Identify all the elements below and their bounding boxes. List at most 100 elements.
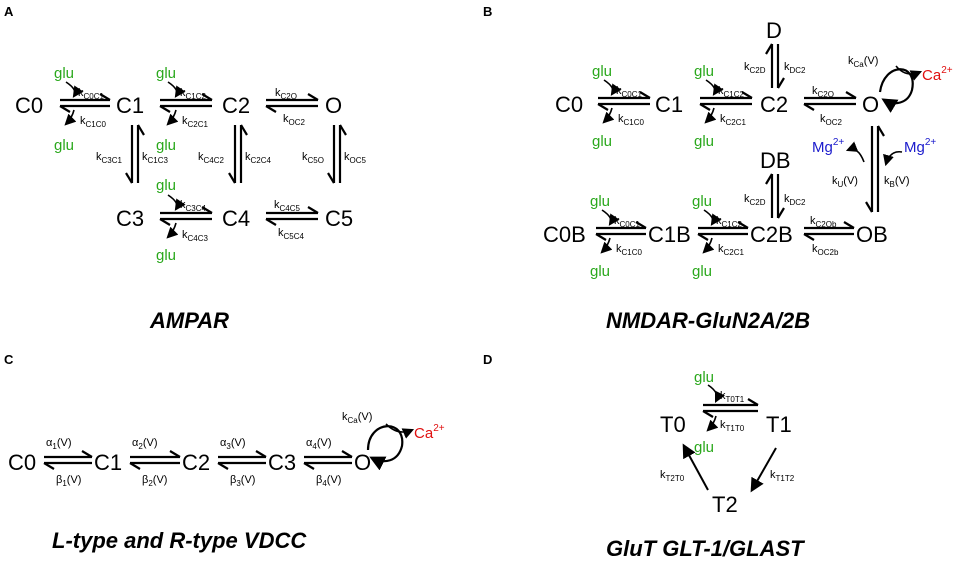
rate-label: kC2C1	[720, 113, 747, 127]
state-c0: C0	[8, 450, 36, 475]
equilibrium-c2-o	[803, 91, 857, 111]
rate-label: kT1T2	[770, 469, 795, 483]
magnesium-ion-label: Mg2+	[904, 137, 936, 156]
glu-binding-arrow-t0t1	[707, 384, 726, 404]
rate-label: kOC2	[820, 113, 843, 127]
rate-label: kB(V)	[884, 175, 910, 189]
rate-label: kC2Ob	[810, 215, 837, 229]
equilibrium-c4-c5	[265, 206, 319, 226]
equilibrium-c1-c2	[129, 450, 181, 470]
rate-label-beta: β4(V)	[316, 474, 341, 488]
glu-label: glu	[694, 439, 714, 456]
glu-release-arrow-c1bc0b	[600, 237, 613, 254]
equilibrium-c2b-db	[765, 173, 785, 219]
glu-label: glu	[694, 63, 714, 80]
rate-label: kDC2	[784, 193, 806, 207]
state-c0: C0	[555, 92, 583, 117]
rate-label: kDC2	[784, 61, 806, 75]
rate-label: kC0C1	[614, 215, 641, 229]
rate-label: kC3C1	[96, 151, 123, 165]
rate-label: kC2O	[275, 87, 297, 101]
equilibrium-c2-o	[265, 93, 319, 113]
glu-label: glu	[694, 369, 714, 386]
calcium-efflux-arrow	[895, 65, 923, 81]
glu-label: glu	[592, 63, 612, 80]
glu-label: glu	[54, 65, 74, 82]
rate-label-alpha: α2(V)	[132, 437, 157, 451]
glu-label: glu	[590, 263, 610, 280]
rate-label: kU(V)	[832, 175, 858, 189]
state-c1: C1	[655, 92, 683, 117]
state-c1b: C1B	[648, 222, 691, 247]
rate-label: kC4C5	[274, 199, 301, 213]
glu-binding-arrow-c1c2	[705, 79, 724, 96]
equilibrium-c0-c1	[43, 450, 93, 470]
equilibrium-o-c5	[327, 124, 347, 184]
equilibrium-c0-c1	[59, 93, 111, 113]
glu-release-arrow-t1t0	[706, 415, 719, 432]
glu-release-arrow-c2c1	[704, 107, 717, 124]
calcium-ion-label: Ca2+	[922, 65, 953, 84]
equilibrium-c1b-c2b	[697, 221, 749, 241]
rate-label: kT2T0	[660, 469, 685, 483]
state-c1: C1	[116, 93, 144, 118]
rate-label: kC1C2	[180, 87, 207, 101]
calcium-flux-loop	[878, 68, 914, 113]
calcium-efflux-arrow	[385, 423, 415, 439]
state-c2b: C2B	[750, 222, 793, 247]
state-c2: C2	[222, 93, 250, 118]
calcium-flux-loop	[366, 425, 404, 471]
panel-title-a: AMPAR	[149, 308, 229, 333]
rate-label: kC2C1	[182, 115, 209, 129]
rate-label: kOC5	[344, 151, 367, 165]
rate-label: kCa(V)	[848, 55, 878, 69]
glu-binding-arrow-c0c1	[65, 81, 84, 98]
state-c5: C5	[325, 206, 353, 231]
rate-label: kC1C2	[716, 215, 743, 229]
equilibrium-c1-c2	[159, 93, 213, 113]
rate-label: kOC2	[283, 113, 306, 127]
rate-label: kC0C1	[78, 87, 105, 101]
equilibrium-c2-d	[765, 43, 785, 89]
rate-label: kC1C0	[618, 113, 645, 127]
state-c4: C4	[222, 206, 250, 231]
state-o: O	[325, 93, 342, 118]
panel-title-c: L-type and R-type VDCC	[52, 528, 307, 553]
equilibrium-o-ob	[865, 125, 885, 213]
state-db: DB	[760, 148, 791, 173]
panel-label-c: C	[4, 352, 14, 367]
rate-label-beta: β1(V)	[56, 474, 81, 488]
panel-label-d: D	[483, 352, 492, 367]
equilibrium-c1-c3	[125, 124, 145, 184]
glu-label: glu	[590, 193, 610, 210]
rate-label: kC1C2	[718, 85, 745, 99]
panel-b: B D C0 C1 C2 O DB C0B C1B C2B OB	[483, 4, 953, 333]
panel-c: C C0 C1 C2 C3 O α1(V) α2(V) α3(V) α4(V) …	[4, 352, 445, 553]
state-t0: T0	[660, 412, 686, 437]
state-c0: C0	[15, 93, 43, 118]
equilibrium-c3-c4	[159, 206, 213, 226]
rate-label-alpha: α4(V)	[306, 437, 331, 451]
equilibrium-c2b-ob	[803, 221, 855, 241]
glu-label: glu	[692, 193, 712, 210]
equilibrium-c0-c1	[597, 91, 651, 111]
glu-label: glu	[156, 137, 176, 154]
rate-label: kC0C1	[616, 85, 643, 99]
rate-label: kCa(V)	[342, 411, 372, 425]
glu-label: glu	[694, 133, 714, 150]
equilibrium-c0b-c1b	[595, 221, 647, 241]
glu-release-arrow-c2c1	[166, 109, 179, 126]
glu-label: glu	[692, 263, 712, 280]
rate-label: kT0T1	[720, 390, 745, 404]
arrow-t1-to-t2	[750, 447, 777, 493]
rate-label: kOC2b	[812, 243, 839, 257]
state-t2: T2	[712, 492, 738, 517]
panel-d: D T0 T1 T2 glu glu kT0T1 kT1T0 kT2T0 kT1…	[483, 352, 805, 561]
state-c3: C3	[268, 450, 296, 475]
glu-label: glu	[156, 247, 176, 264]
rate-label: kC2D	[744, 193, 766, 207]
equilibrium-c3-o	[303, 450, 353, 470]
state-c2: C2	[182, 450, 210, 475]
glu-binding-arrow-c1c2	[167, 81, 186, 98]
